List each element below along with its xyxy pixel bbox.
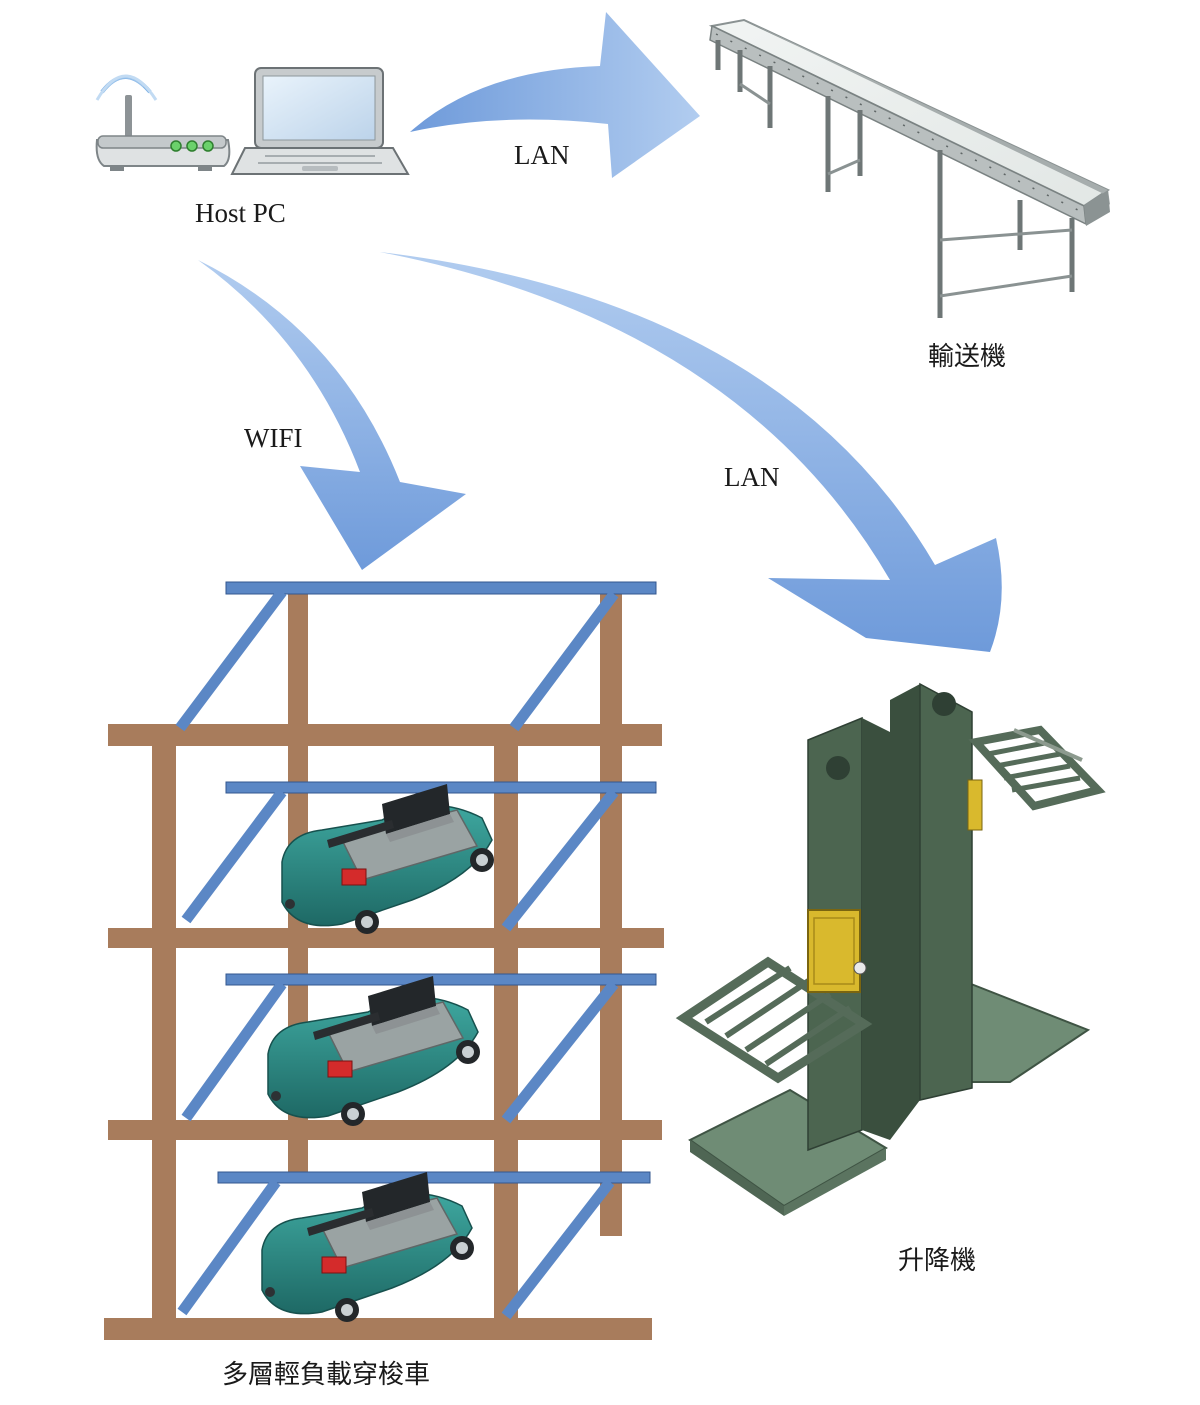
wifi-label: WIFI xyxy=(244,423,303,453)
shuttle-cart-level-3 xyxy=(261,1171,475,1323)
lan-label-lifter: LAN xyxy=(724,462,780,492)
laptop-icon xyxy=(230,67,410,175)
lifter-label: 升降機 xyxy=(898,1246,977,1276)
conveyor-image xyxy=(708,18,1111,318)
lan-label-conveyor: LAN xyxy=(514,140,570,170)
router-icon xyxy=(95,74,231,171)
lan-arrow-lifter xyxy=(380,252,1002,652)
host-pc-label: Host PC xyxy=(195,198,286,228)
conveyor-label: 輸送機 xyxy=(928,342,1007,372)
lan-arrow-conveyor xyxy=(410,12,700,178)
shuttle-cart-level-1 xyxy=(281,783,495,935)
wifi-arrow-shuttle xyxy=(198,260,466,570)
shuttle-rack-label: 多層輕負載穿梭車 xyxy=(222,1360,431,1390)
lifter-image xyxy=(675,682,1106,1216)
shuttle-rack xyxy=(104,581,664,1340)
